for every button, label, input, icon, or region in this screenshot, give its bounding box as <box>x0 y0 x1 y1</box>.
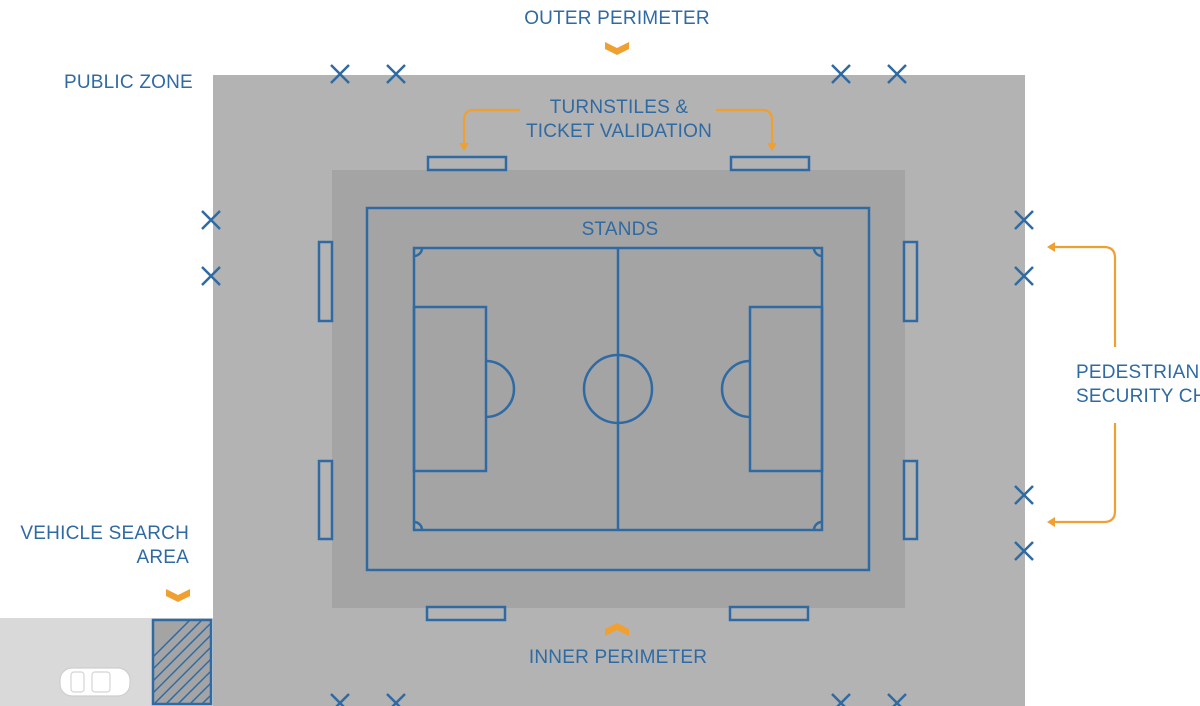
turnstile-gate-icon <box>902 459 919 541</box>
chevron-up-icon <box>605 623 629 636</box>
x-mark-icon <box>887 693 907 706</box>
pedestrian-security-label: PEDESTRIAN SECURITY CHECK <box>1076 361 1200 409</box>
chevron-down-icon <box>166 589 190 602</box>
vehicle-label-line2: AREA <box>136 547 189 568</box>
x-mark-icon <box>386 693 406 706</box>
x-mark-icon <box>330 693 350 706</box>
corner-arc-tr <box>812 247 823 258</box>
turnstile-gate-icon <box>426 155 508 172</box>
turnstile-arrow-left <box>462 108 520 144</box>
callout-arrows <box>462 108 1117 524</box>
turnstile-gate-icon <box>317 240 334 323</box>
vehicle-search-label: VEHICLE SEARCH AREA <box>4 522 189 570</box>
center-circle <box>582 353 654 425</box>
stands-label: STANDS <box>581 219 659 240</box>
x-mark-icon <box>887 64 907 84</box>
turnstile-gate-icon <box>317 459 334 541</box>
arrowhead-icon <box>459 143 469 151</box>
turnstiles-label: TURNSTILES & TICKET VALIDATION <box>514 96 724 144</box>
x-mark-icon <box>386 64 406 84</box>
left-penalty-arc <box>485 359 516 419</box>
x-mark-icon <box>1014 485 1034 505</box>
turnstile-gate-icon <box>425 605 507 622</box>
x-mark-icon <box>201 266 221 286</box>
x-mark-icon <box>1014 210 1034 230</box>
pedestrian-label-line1: PEDESTRIAN <box>1076 362 1200 383</box>
turnstile-arrow-right <box>716 108 774 144</box>
vehicle-search-area <box>151 618 213 706</box>
x-mark-icon <box>330 64 350 84</box>
pedestrian-arrow-bottom <box>1054 423 1117 524</box>
x-mark-icon <box>831 693 851 706</box>
x-mark-icon <box>831 64 851 84</box>
inner-perimeter-label: INNER PERIMETER <box>528 647 708 668</box>
public-zone-label: PUBLIC ZONE <box>64 72 193 93</box>
arrowhead-icon <box>1047 517 1055 527</box>
left-penalty-box <box>412 305 488 473</box>
arrowhead-icon <box>767 143 777 151</box>
stands-outline <box>365 206 871 572</box>
x-mark-icon <box>1014 266 1034 286</box>
x-mark-icon <box>201 210 221 230</box>
pedestrian-label-line2: SECURITY CHECK <box>1076 386 1200 407</box>
car-icon <box>59 667 131 697</box>
stadium <box>365 206 871 572</box>
turnstile-gate-icon <box>902 240 919 323</box>
turnstiles-label-line1: TURNSTILES & <box>549 97 689 118</box>
turnstile-gate-icon <box>729 155 811 172</box>
turnstile-gates <box>317 155 919 622</box>
barrier-marks <box>201 64 1034 706</box>
right-penalty-box <box>748 305 824 473</box>
corner-arc-bl <box>413 520 424 531</box>
corner-arc-tl <box>413 247 424 258</box>
hatch-lines <box>153 620 211 704</box>
arrowheads <box>459 143 1055 527</box>
vehicle-label-line1: VEHICLE SEARCH <box>20 523 189 544</box>
corner-arc-br <box>812 520 823 531</box>
chevron-down-icon <box>605 42 629 55</box>
turnstile-gate-icon <box>728 605 810 622</box>
arrowhead-icon <box>1047 242 1055 252</box>
turnstiles-label-line2: TICKET VALIDATION <box>525 121 713 142</box>
right-penalty-arc <box>720 359 751 419</box>
pedestrian-arrow-top <box>1054 245 1117 347</box>
outer-perimeter-label: OUTER PERIMETER <box>524 8 710 29</box>
x-mark-icon <box>1014 541 1034 561</box>
